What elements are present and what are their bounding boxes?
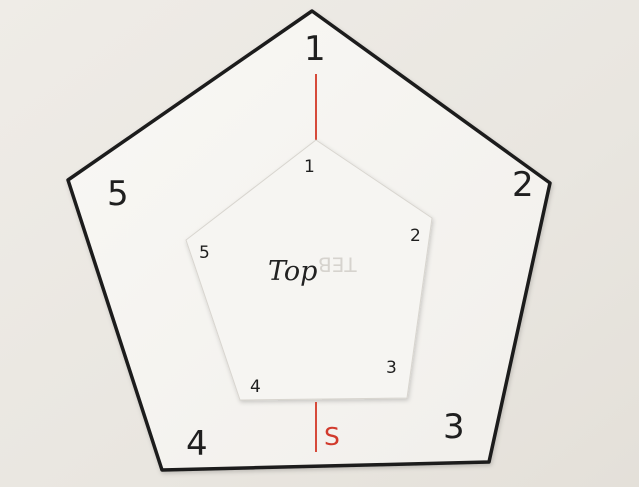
inner-center-text: Top — [268, 256, 317, 287]
inner-label-1: 1 — [304, 157, 315, 177]
outer-label-5: 5 — [107, 174, 129, 214]
reference-line-label: S — [324, 422, 340, 451]
outer-label-4: 4 — [186, 424, 208, 464]
inner-label-2: 2 — [410, 226, 421, 246]
inner-label-5: 5 — [199, 243, 210, 263]
bleed-through-marks: ꓭꓱꓕ — [318, 253, 357, 277]
outer-label-3: 3 — [443, 407, 465, 447]
outer-label-1: 1 — [304, 29, 326, 69]
outer-label-2: 2 — [512, 165, 534, 205]
inner-label-3: 3 — [386, 358, 397, 378]
inner-label-4: 4 — [250, 377, 261, 397]
